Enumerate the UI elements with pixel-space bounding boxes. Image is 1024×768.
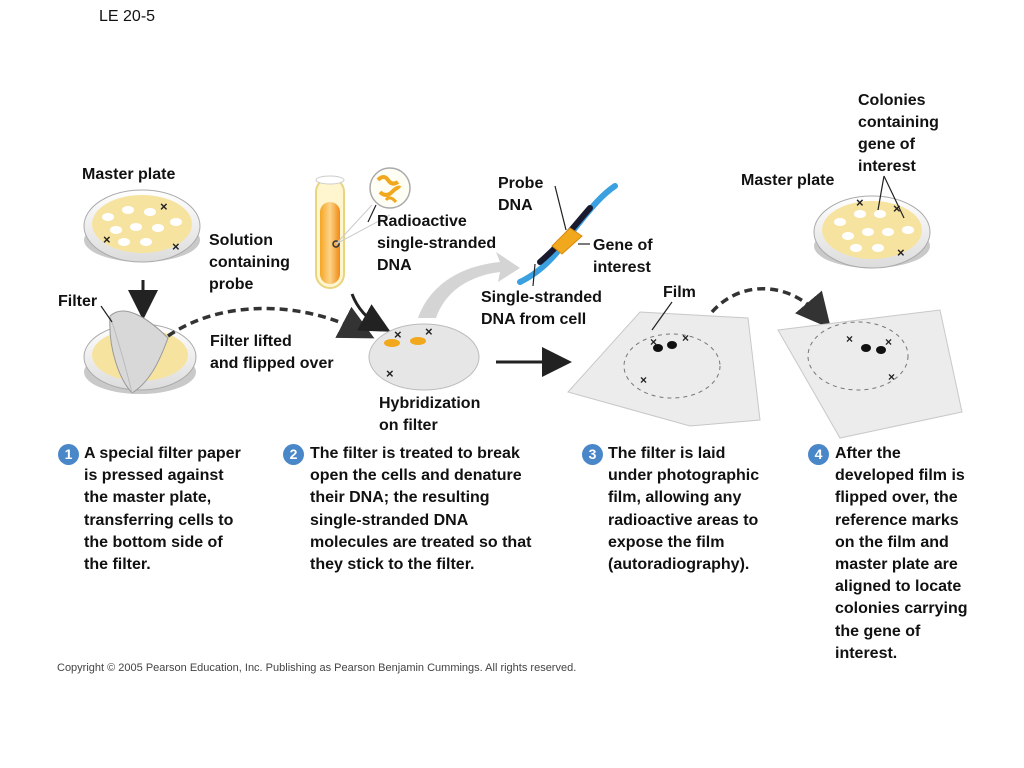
svg-text:×: × bbox=[682, 331, 689, 345]
step-line: aligned to locate bbox=[835, 578, 962, 596]
master-plate-left: × × × bbox=[83, 189, 201, 263]
step-line: The filter is treated to break bbox=[310, 445, 520, 462]
step-line: their DNA; the resulting bbox=[310, 489, 490, 507]
label-line: containing bbox=[209, 254, 290, 271]
svg-text:×: × bbox=[893, 201, 901, 216]
step-line: radioactive areas to bbox=[608, 511, 759, 529]
label-line: single-stranded bbox=[377, 235, 497, 252]
step-line: the filter. bbox=[84, 556, 151, 574]
label-gene-of-interest: Gene of interest bbox=[593, 235, 653, 279]
label-filter: Filter bbox=[58, 293, 98, 310]
label-filter-lifted: Filter lifted and flipped over bbox=[210, 331, 334, 375]
step-line: film, allowing any bbox=[608, 489, 742, 507]
label-line: Probe bbox=[498, 175, 544, 192]
step-line: A special filter paper bbox=[84, 445, 241, 462]
svg-text:×: × bbox=[897, 245, 905, 260]
step-line: they stick to the filter. bbox=[310, 556, 475, 574]
magnified-probe bbox=[335, 167, 411, 245]
label-master-plate-left: Master plate bbox=[82, 166, 176, 183]
dna-strand bbox=[517, 183, 618, 287]
step-line: molecules are treated so that bbox=[310, 533, 532, 551]
label-probe-dna: Probe DNA bbox=[498, 173, 543, 217]
label-radioactive-dna: Radioactive single-stranded DNA bbox=[377, 211, 496, 277]
filter-dish bbox=[83, 310, 197, 394]
step-3-text: The filter is laid under photographic fi… bbox=[608, 443, 759, 576]
label-line: on filter bbox=[379, 417, 438, 434]
step-line: interest. bbox=[835, 644, 898, 662]
label-film: Film bbox=[663, 284, 696, 301]
step-line: the gene of bbox=[835, 622, 921, 640]
label-line: interest bbox=[858, 158, 916, 175]
step-line: reference marks bbox=[835, 511, 959, 529]
svg-text:×: × bbox=[888, 370, 895, 384]
label-line: Filter lifted bbox=[210, 333, 292, 350]
svg-text:×: × bbox=[160, 199, 168, 214]
step-line: flipped over, the bbox=[835, 489, 958, 507]
copyright-notice: Copyright © 2005 Pearson Education, Inc.… bbox=[57, 662, 577, 674]
step-line: transferring cells to bbox=[84, 511, 234, 529]
svg-text:×: × bbox=[172, 239, 180, 254]
label-hybridization: Hybridization on filter bbox=[379, 393, 480, 437]
step-4-badge: 4 bbox=[808, 444, 829, 465]
label-line: Solution bbox=[209, 232, 273, 249]
hybridization-filter: × × × bbox=[368, 323, 480, 391]
label-solution-probe: Solution containing probe bbox=[209, 230, 290, 296]
step-1-badge: 1 bbox=[58, 444, 79, 465]
step-line: (autoradiography). bbox=[608, 556, 750, 574]
step-line: After the bbox=[835, 445, 901, 462]
label-master-plate-right: Master plate bbox=[741, 172, 835, 189]
label-line: Colonies bbox=[858, 92, 926, 109]
step-line: colonies carrying bbox=[835, 600, 968, 618]
label-line: interest bbox=[593, 259, 651, 276]
step-3-badge: 3 bbox=[582, 444, 603, 465]
label-line: and flipped over bbox=[210, 355, 334, 372]
step-line: is pressed against bbox=[84, 467, 224, 485]
label-line: DNA bbox=[498, 197, 533, 214]
step-line: expose the film bbox=[608, 533, 725, 551]
film-right: × × × bbox=[777, 309, 963, 439]
slide-title: LE 20-5 bbox=[99, 8, 156, 25]
svg-text:×: × bbox=[650, 335, 657, 349]
step-line: under photographic bbox=[608, 467, 760, 485]
step-line: open the cells and denature bbox=[310, 467, 522, 485]
label-single-stranded-dna: Single-stranded DNA from cell bbox=[481, 287, 602, 331]
svg-text:×: × bbox=[856, 195, 864, 210]
label-line: Single-stranded bbox=[481, 289, 602, 306]
step-4-text: After the developed film is flipped over… bbox=[835, 443, 968, 665]
svg-text:×: × bbox=[394, 327, 402, 342]
label-line: Gene of bbox=[593, 237, 653, 254]
test-tube bbox=[315, 175, 345, 289]
step-1-text: A special filter paper is pressed agains… bbox=[84, 443, 241, 576]
step-line: master plate are bbox=[835, 556, 958, 574]
svg-text:×: × bbox=[386, 366, 394, 381]
step-line: single-stranded DNA bbox=[310, 511, 469, 529]
film-left: × × × bbox=[567, 311, 761, 427]
label-line: probe bbox=[209, 276, 254, 293]
label-line: gene of bbox=[858, 136, 915, 153]
label-line: Radioactive bbox=[377, 213, 467, 230]
step-2-badge: 2 bbox=[283, 444, 304, 465]
svg-text:×: × bbox=[103, 232, 111, 247]
step-line: the master plate, bbox=[84, 489, 212, 507]
step-line: on the film and bbox=[835, 533, 949, 551]
svg-text:×: × bbox=[846, 332, 853, 346]
label-line: Hybridization bbox=[379, 395, 481, 412]
step-2-text: The filter is treated to break open the … bbox=[310, 443, 531, 576]
label-colonies: Colonies containing gene of interest bbox=[858, 90, 939, 178]
svg-text:×: × bbox=[640, 373, 647, 387]
step-line: developed film is bbox=[835, 467, 965, 485]
master-plate-right: × × × bbox=[813, 195, 931, 269]
svg-text:×: × bbox=[885, 335, 892, 349]
step-line: The filter is laid bbox=[608, 445, 726, 462]
step-line: the bottom side of bbox=[84, 533, 223, 551]
svg-text:×: × bbox=[425, 324, 433, 339]
label-line: containing bbox=[858, 114, 939, 131]
label-line: DNA from cell bbox=[481, 311, 587, 328]
label-line: DNA bbox=[377, 257, 412, 274]
